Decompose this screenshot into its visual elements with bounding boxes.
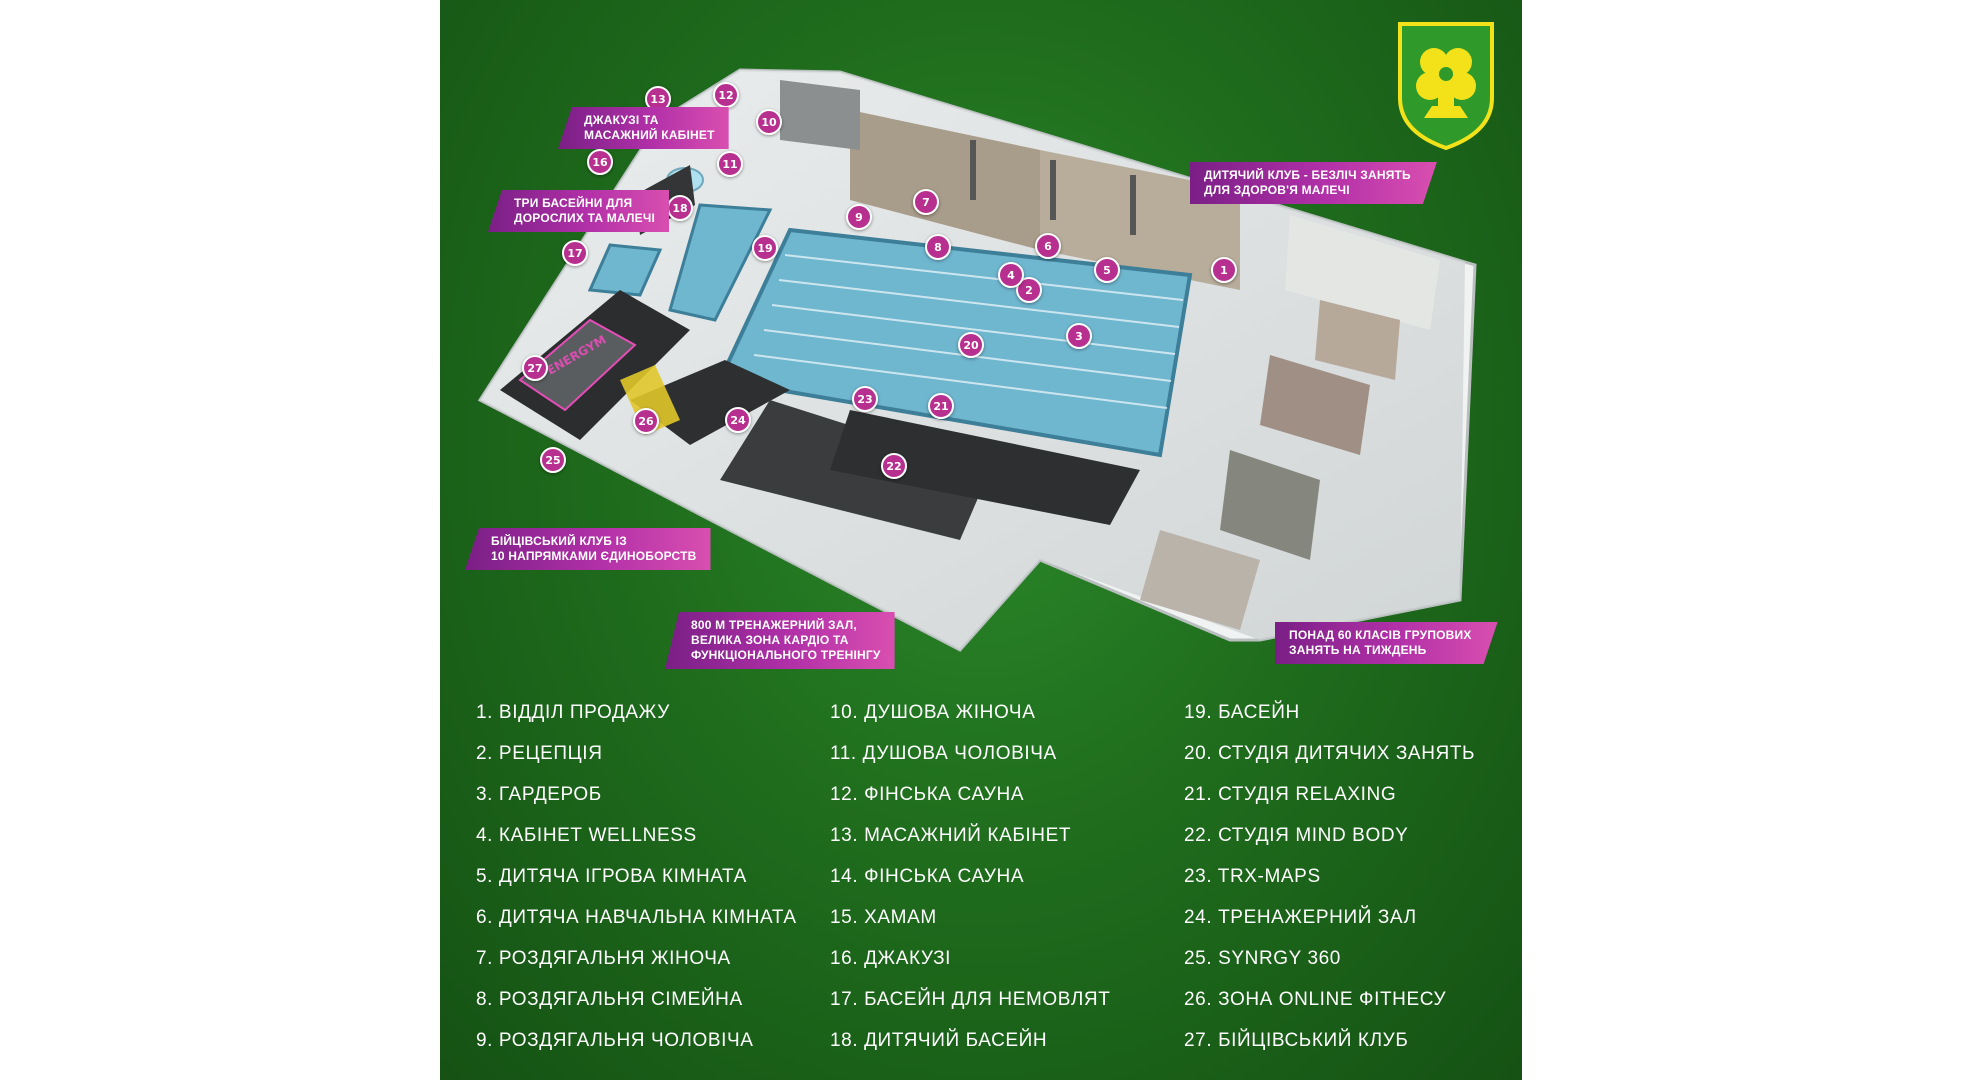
children-pool	[668, 203, 773, 322]
location-marker-5: 5	[1094, 257, 1120, 283]
floor-plan: ENERGYM	[477, 68, 1477, 652]
location-marker-9: 9	[846, 204, 872, 230]
legend-item: 10. ДУШОВА ЖІНОЧА	[830, 702, 1036, 723]
location-marker-11: 11	[717, 151, 743, 177]
legend-item: 23. TRX-MAPS	[1184, 866, 1321, 887]
city-crest-icon	[1398, 22, 1494, 151]
legend-item: 20. СТУДІЯ ДИТЯЧИХ ЗАНЯТЬ	[1184, 743, 1476, 764]
baby-pool	[587, 243, 663, 297]
location-marker-1: 1	[1211, 257, 1237, 283]
legend-item: 14. ФІНСЬКА САУНА	[830, 866, 1025, 887]
legend-item: 26. ЗОНА ONLINE ФІТНЕСУ	[1184, 989, 1447, 1010]
location-marker-7: 7	[913, 189, 939, 215]
location-marker-22: 22	[881, 453, 907, 479]
legend-item: 25. SYNRGY 360	[1184, 948, 1341, 969]
location-marker-21: 21	[928, 393, 954, 419]
legend-item: 27. БІЙЦІВСЬКИЙ КЛУБ	[1184, 1030, 1409, 1051]
callout-group-classes: ПОНАД 60 КЛАСІВ ГРУПОВИХ ЗАНЯТЬ НА ТИЖДЕ…	[1275, 622, 1498, 664]
location-marker-18: 18	[667, 195, 693, 221]
changing-rooms	[850, 110, 1040, 250]
legend-item: 5. ДИТЯЧА ІГРОВА КІМНАТА	[476, 866, 747, 887]
legend-column-3: 19. БАСЕЙН 20. СТУДІЯ ДИТЯЧИХ ЗАНЯТЬ 21.…	[1184, 692, 1522, 1061]
legend-column-1: 1. ВІДДІЛ ПРОДАЖУ 2. РЕЦЕПЦІЯ 3. ГАРДЕРО…	[476, 692, 836, 1061]
location-marker-25: 25	[540, 447, 566, 473]
legend-item: 2. РЕЦЕПЦІЯ	[476, 743, 603, 764]
legend-item: 17. БАСЕЙН ДЛЯ НЕМОВЛЯТ	[830, 989, 1111, 1010]
location-marker-12: 12	[713, 82, 739, 108]
callout-pools: ТРИ БАСЕЙНИ ДЛЯ ДОРОСЛИХ ТА МАЛЕЧІ	[488, 190, 669, 232]
location-marker-24: 24	[725, 407, 751, 433]
location-marker-27: 27	[522, 355, 548, 381]
location-marker-16: 16	[587, 149, 613, 175]
legend-item: 6. ДИТЯЧА НАВЧАЛЬНА КІМНАТА	[476, 907, 797, 928]
callout-gym: 800 М ТРЕНАЖЕРНИЙ ЗАЛ, ВЕЛИКА ЗОНА КАРДІ…	[665, 612, 895, 669]
location-marker-6: 6	[1035, 233, 1061, 259]
location-marker-4: 4	[998, 262, 1024, 288]
poster: ENERGYM 12345678910111213141516171819202…	[440, 0, 1522, 1080]
legend-item: 1. ВІДДІЛ ПРОДАЖУ	[476, 702, 670, 723]
location-marker-23: 23	[852, 386, 878, 412]
legend-item: 11. ДУШОВА ЧОЛОВІЧА	[830, 743, 1057, 764]
legend-item: 19. БАСЕЙН	[1184, 702, 1300, 723]
location-marker-26: 26	[633, 408, 659, 434]
legend-item: 22. СТУДІЯ MIND BODY	[1184, 825, 1409, 846]
kids-club	[1285, 215, 1440, 330]
legend-item: 16. ДЖАКУЗІ	[830, 948, 952, 969]
callout-fight-club: БІЙЦІВСЬКИЙ КЛУБ ІЗ 10 НАПРЯМКАМИ ЄДИНОБ…	[465, 528, 711, 570]
location-marker-10: 10	[756, 109, 782, 135]
location-marker-19: 19	[752, 235, 778, 261]
legend-item: 24. ТРЕНАЖЕРНИЙ ЗАЛ	[1184, 907, 1417, 928]
legend-item: 21. СТУДІЯ RELAXING	[1184, 784, 1397, 805]
location-marker-20: 20	[958, 332, 984, 358]
legend-item: 7. РОЗДЯГАЛЬНЯ ЖІНОЧА	[476, 948, 731, 969]
location-marker-3: 3	[1066, 323, 1092, 349]
legend-item: 15. ХАМАМ	[830, 907, 937, 928]
callout-jacuzzi: ДЖАКУЗІ ТА МАСАЖНИЙ КАБІНЕТ	[558, 107, 729, 149]
legend-item: 3. ГАРДЕРОБ	[476, 784, 602, 805]
callout-kids-club: ДИТЯЧИЙ КЛУБ - БЕЗЛІЧ ЗАНЯТЬ ДЛЯ ЗДОРОВ'…	[1190, 162, 1437, 204]
location-marker-17: 17	[562, 240, 588, 266]
legend-column-2: 10. ДУШОВА ЖІНОЧА 11. ДУШОВА ЧОЛОВІЧА 12…	[830, 692, 1190, 1061]
legend-item: 4. КАБІНЕТ WELLNESS	[476, 825, 697, 846]
legend-item: 18. ДИТЯЧИЙ БАСЕЙН	[830, 1030, 1048, 1051]
legend-item: 8. РОЗДЯГАЛЬНЯ СІМЕЙНА	[476, 989, 743, 1010]
legend-item: 12. ФІНСЬКА САУНА	[830, 784, 1025, 805]
legend-item: 13. МАСАЖНИЙ КАБІНЕТ	[830, 825, 1072, 846]
location-marker-8: 8	[925, 234, 951, 260]
legend-item: 9. РОЗДЯГАЛЬНЯ ЧОЛОВІЧА	[476, 1030, 754, 1051]
